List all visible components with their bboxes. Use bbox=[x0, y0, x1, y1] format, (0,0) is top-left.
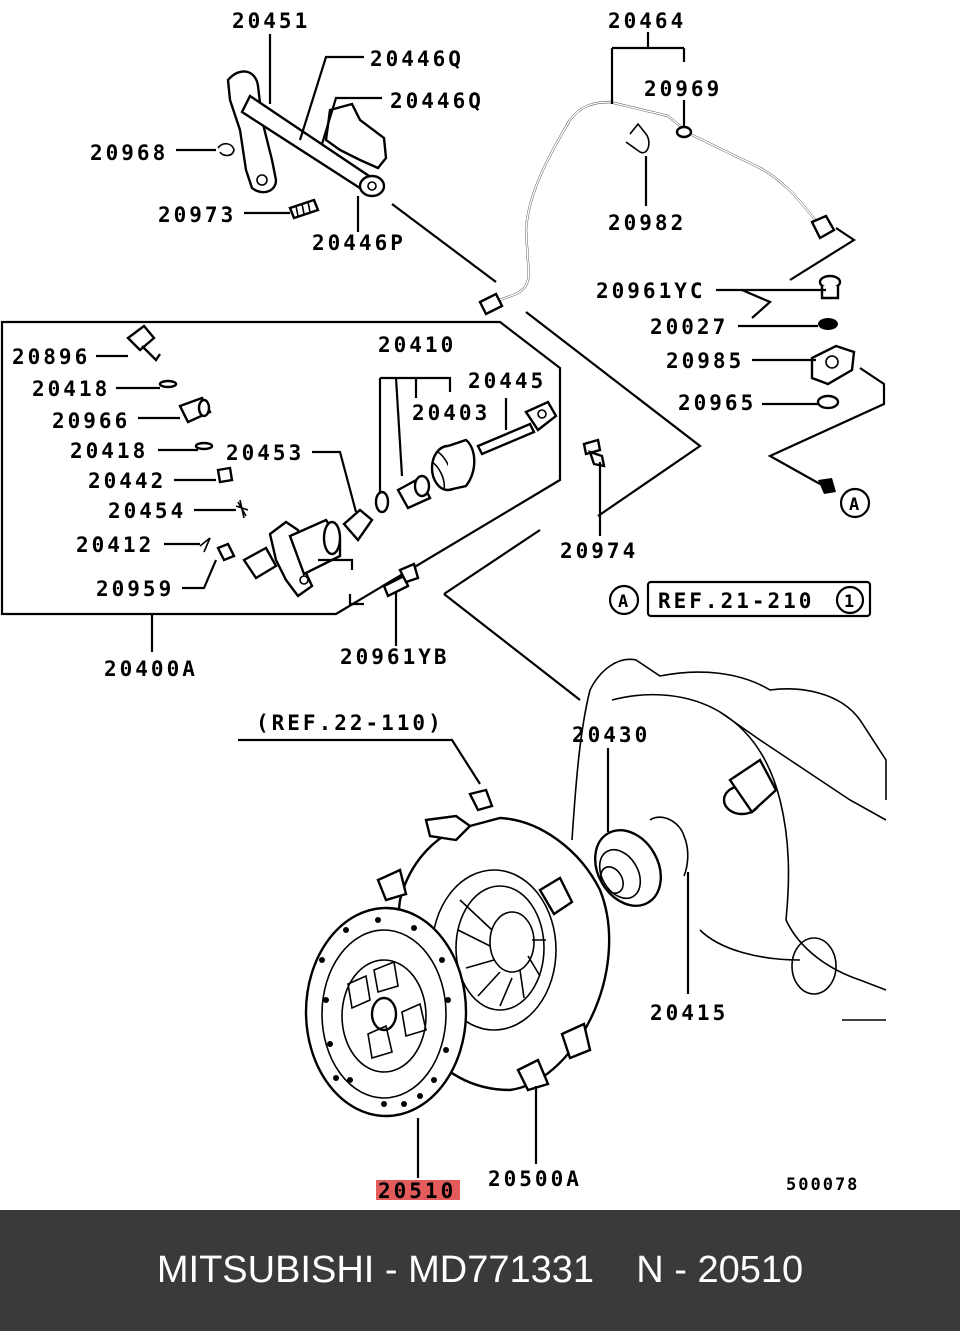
piston-20403-icon bbox=[396, 474, 432, 510]
label-20410: 20410 bbox=[378, 333, 456, 357]
footer-bar: MITSUBISHI - MD771331 N - 20510 bbox=[0, 1210, 960, 1331]
label-20959: 20959 bbox=[96, 577, 174, 601]
label-20985: 20985 bbox=[666, 349, 744, 373]
label-20446p: 20446P bbox=[312, 231, 406, 255]
bolt-20973-icon bbox=[288, 198, 320, 220]
label-20418-a: 20418 bbox=[32, 377, 110, 401]
pin-20412-icon bbox=[199, 537, 211, 553]
nut-20965-icon bbox=[816, 394, 840, 410]
ref-21-210-box bbox=[646, 580, 872, 618]
ref-21-210-circle: 1 bbox=[844, 592, 856, 612]
union-20966-icon bbox=[178, 396, 212, 424]
bolt-20961yb-icon bbox=[382, 562, 420, 598]
transmission-housing bbox=[571, 658, 887, 1021]
label-20412: 20412 bbox=[76, 533, 154, 557]
release-bearing-icon bbox=[594, 829, 662, 907]
ref-22-110-label: (REF.22-110) bbox=[256, 711, 444, 735]
arrow-to-a-icon bbox=[818, 478, 836, 494]
bleeder-bolt-icon bbox=[126, 324, 161, 362]
washer-20418a-icon bbox=[158, 379, 178, 389]
label-20965: 20965 bbox=[678, 391, 756, 415]
highlight-20510 bbox=[376, 1180, 460, 1200]
label-20966: 20966 bbox=[52, 409, 130, 433]
label-20968: 20968 bbox=[90, 141, 168, 165]
marker-a-ref: A bbox=[618, 592, 630, 612]
label-20403: 20403 bbox=[412, 401, 490, 425]
pipe-clip-icon bbox=[625, 122, 650, 154]
push-rod-20445-icon bbox=[476, 400, 558, 456]
bracket-20985-icon bbox=[810, 344, 856, 386]
label-20982: 20982 bbox=[608, 211, 686, 235]
label-20961yc: 20961YC bbox=[596, 279, 706, 303]
clutch-pipe bbox=[478, 100, 836, 316]
label-20500a: 20500A bbox=[488, 1167, 582, 1191]
pin-ref-22-icon bbox=[468, 788, 494, 812]
clip-20415-icon bbox=[649, 816, 689, 877]
label-20446q-a: 20446Q bbox=[370, 47, 464, 71]
label-20415: 20415 bbox=[650, 1001, 728, 1025]
label-20027: 20027 bbox=[650, 315, 728, 339]
washer-20418b-icon bbox=[194, 441, 214, 451]
label-20400a: 20400A bbox=[104, 657, 198, 681]
label-20451: 20451 bbox=[232, 9, 310, 33]
label-20454: 20454 bbox=[108, 499, 186, 523]
label-20969: 20969 bbox=[644, 77, 722, 101]
label-20974: 20974 bbox=[560, 539, 638, 563]
label-20464: 20464 bbox=[608, 9, 686, 33]
label-20430: 20430 bbox=[572, 723, 650, 747]
clip-icon bbox=[217, 142, 235, 157]
label-20961yb: 20961YB bbox=[340, 645, 450, 669]
boot-20410-icon bbox=[430, 438, 476, 492]
bleeder-20959-icon bbox=[216, 542, 236, 562]
release-cylinder-body bbox=[242, 518, 342, 598]
marker-a-top: A bbox=[849, 495, 861, 515]
seal-20410-icon bbox=[374, 490, 390, 514]
label-20442: 20442 bbox=[88, 469, 166, 493]
diagram-code: 500078 bbox=[786, 1175, 859, 1195]
cap-20442-icon bbox=[216, 466, 234, 484]
footer-caption: MITSUBISHI - MD771331 N - 20510 bbox=[156, 1249, 804, 1291]
clutch-disc-icon bbox=[304, 906, 468, 1118]
cylinder-assembly-outline bbox=[0, 320, 562, 616]
washer-20027-icon bbox=[818, 318, 838, 330]
bolt-20961yc-icon bbox=[818, 274, 842, 300]
spring-20454-icon bbox=[235, 499, 249, 519]
label-20973: 20973 bbox=[158, 203, 236, 227]
label-20445: 20445 bbox=[468, 369, 546, 393]
ref-21-210-label: REF.21-210 bbox=[658, 589, 814, 613]
label-20453: 20453 bbox=[226, 441, 304, 465]
label-20446q-b: 20446Q bbox=[390, 89, 484, 113]
label-20510: 20510 bbox=[378, 1179, 456, 1203]
boot-20453-icon bbox=[342, 508, 374, 542]
label-20418-b: 20418 bbox=[70, 439, 148, 463]
release-fork-shaft bbox=[226, 70, 388, 198]
parts-diagram: 20451 20446Q 20446Q 20968 20973 20446P 2… bbox=[0, 9, 887, 1203]
label-20896: 20896 bbox=[12, 345, 90, 369]
